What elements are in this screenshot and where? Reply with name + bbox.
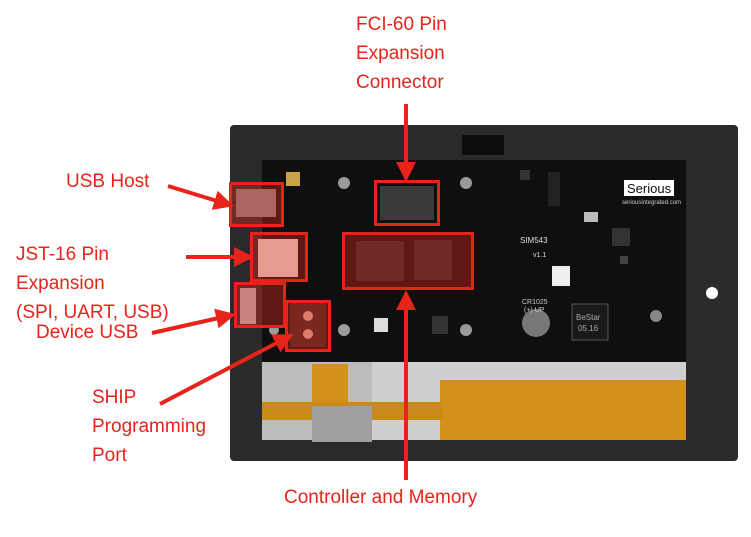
component xyxy=(548,172,560,206)
flex-shadow xyxy=(312,406,372,442)
jst-body xyxy=(258,239,298,277)
mcu-chip xyxy=(356,241,404,281)
jst-label-line2: Expansion xyxy=(16,273,105,294)
pcb xyxy=(262,160,686,368)
buzzer xyxy=(571,303,609,341)
ship-body xyxy=(290,303,326,347)
jst-label-line3: (SPI, UART, USB) xyxy=(16,302,169,323)
bezel-tab xyxy=(462,135,504,155)
arrow-usb-host xyxy=(167,184,234,210)
fci-label-line1: FCI-60 Pin xyxy=(356,14,447,35)
fci-body xyxy=(380,186,434,220)
device-usb-callout xyxy=(234,282,286,328)
device-usb-label: Device USB xyxy=(36,322,139,343)
coin-battery xyxy=(522,309,550,337)
jst-callout xyxy=(250,232,308,282)
qr-code xyxy=(552,266,570,286)
controller-label: Controller and Memory xyxy=(284,487,478,508)
ship-label-line1: SHIP xyxy=(92,387,137,408)
ship-pad xyxy=(303,311,313,321)
component xyxy=(520,170,530,180)
arrow-device-usb xyxy=(151,308,236,335)
fci-label: FCI-60 Pin Expansion Connector xyxy=(356,10,447,97)
bezel-hole xyxy=(706,287,718,299)
jst-label-line1: JST-16 Pin xyxy=(16,244,109,265)
jst-label: JST-16 Pin Expansion (SPI, UART, USB) xyxy=(16,240,169,327)
component xyxy=(612,228,630,246)
controller-callout xyxy=(342,232,474,290)
mount-hole xyxy=(338,324,350,336)
usb-host-callout xyxy=(229,182,284,227)
crystal xyxy=(286,172,300,186)
component xyxy=(374,318,388,332)
ship-callout xyxy=(285,300,331,352)
memory-chip xyxy=(414,240,452,280)
website-text: seriousintegrated.com xyxy=(622,200,681,206)
ship-pad xyxy=(303,329,313,339)
component xyxy=(584,212,598,222)
logo-box xyxy=(624,180,674,196)
ship-label-line2: Programming xyxy=(92,416,207,437)
fci-label-line2: Expansion xyxy=(356,43,445,64)
fci-label-line3: Connector xyxy=(356,72,444,93)
device-usb-body xyxy=(240,288,256,324)
logo-text: Serious xyxy=(627,181,672,196)
battery-sub: (+) UP xyxy=(524,307,545,314)
component xyxy=(432,316,448,334)
model-text: SIM543 xyxy=(520,236,548,245)
usb-host-body xyxy=(236,189,276,217)
arrow-ship xyxy=(159,334,294,406)
ship-label-line3: Port xyxy=(92,445,127,466)
usb-host-label: USB Host xyxy=(66,171,150,192)
battery-label: CR1025 xyxy=(522,299,548,306)
buzzer-brand: BeStar xyxy=(576,313,601,322)
component xyxy=(620,256,628,264)
flex-cable-main xyxy=(440,380,686,440)
component xyxy=(650,310,662,322)
fci-callout xyxy=(374,180,440,226)
mount-hole xyxy=(338,177,350,189)
ship-label: SHIP Programming Port xyxy=(92,383,206,470)
version-text: v1.1 xyxy=(533,252,546,259)
mount-hole xyxy=(460,324,472,336)
buzzer-sub: 05.16 xyxy=(578,324,599,333)
mount-hole xyxy=(460,177,472,189)
